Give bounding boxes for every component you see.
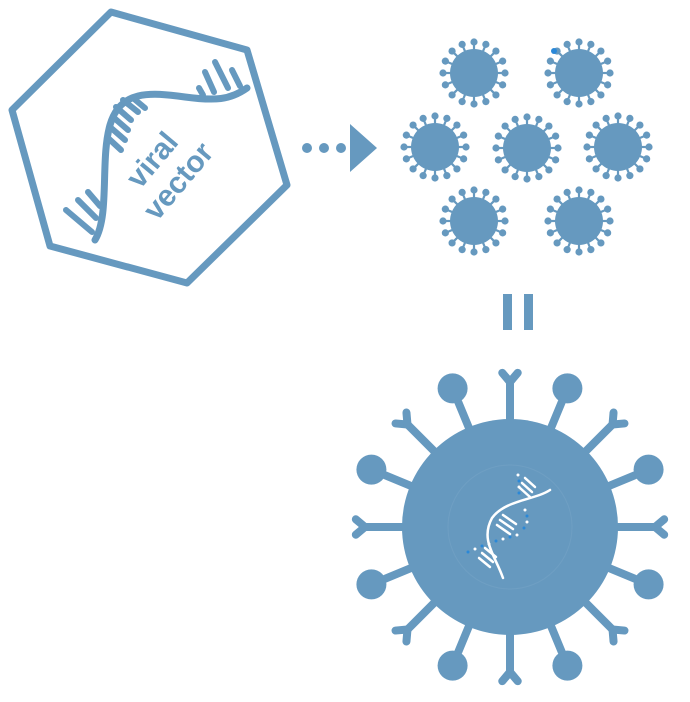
dna-strand	[91, 84, 251, 244]
virus-particle-icon	[544, 186, 614, 256]
virus-particle-icon	[439, 38, 509, 108]
virus-particles-group	[400, 38, 653, 256]
dna-rungs-bottom	[63, 189, 103, 235]
virus-particle-icon	[583, 112, 653, 182]
virus-particle-icon	[439, 186, 509, 256]
highlight-dot	[551, 48, 557, 54]
viral-vector-icon: viral vector	[8, 8, 291, 287]
virus-with-dna-icon	[351, 368, 669, 686]
dna-rungs-top	[196, 59, 243, 98]
virus-particle-icon	[492, 113, 562, 183]
virus-particle-icon	[400, 112, 470, 182]
dna-rungs-middle	[105, 95, 148, 153]
hexagon-outline	[8, 8, 291, 287]
equals-icon	[503, 294, 533, 330]
arrow-right-icon	[302, 124, 377, 172]
